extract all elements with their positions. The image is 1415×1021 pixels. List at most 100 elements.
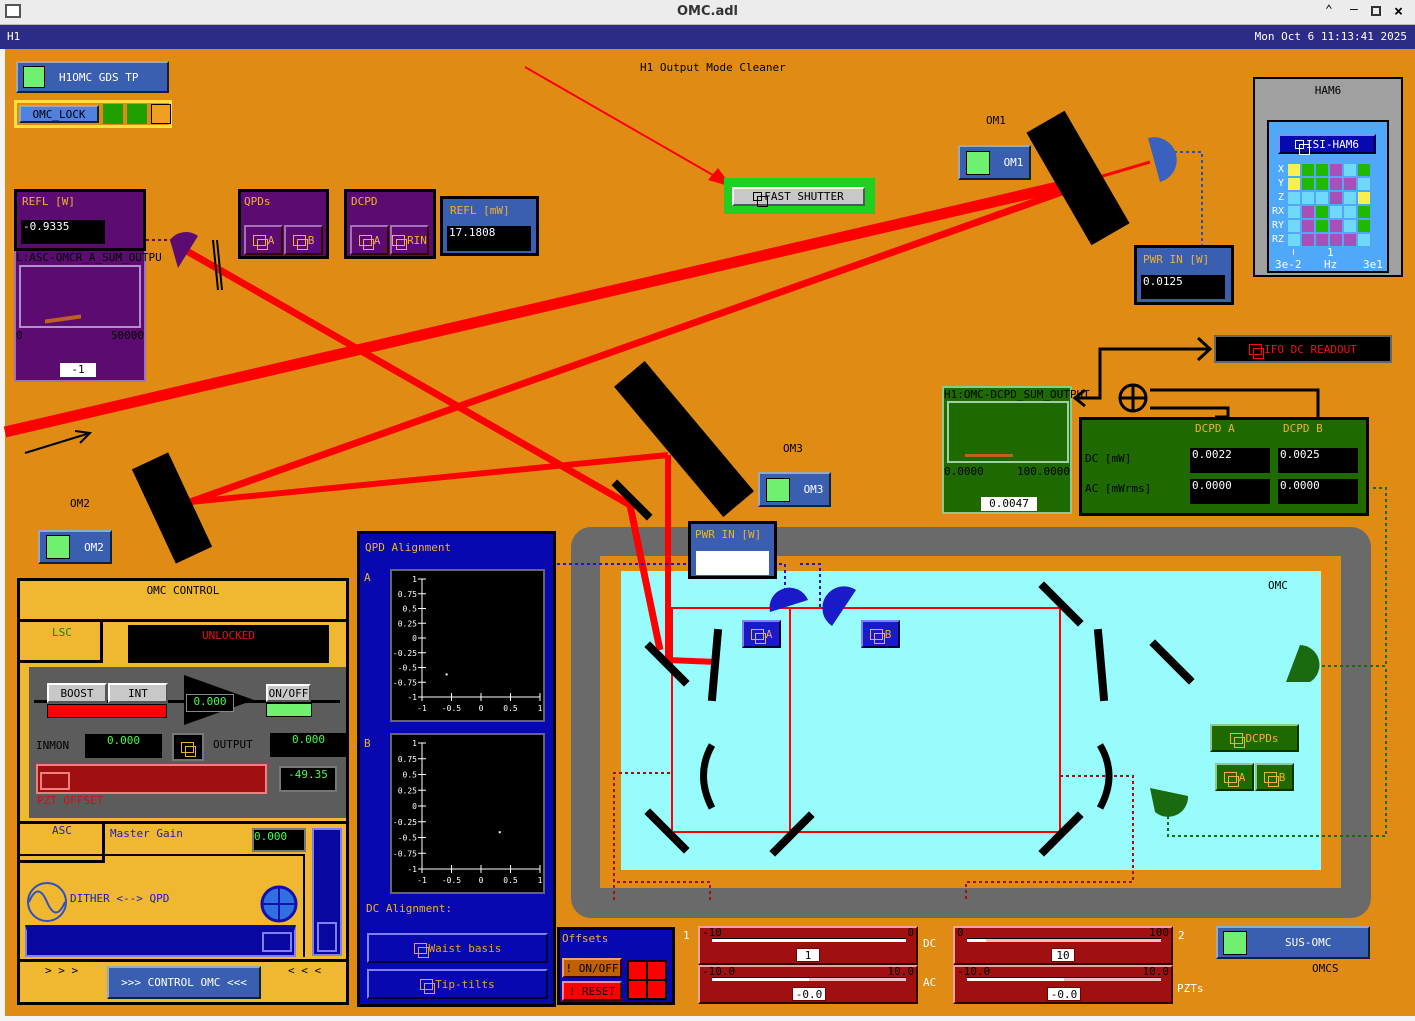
waist-basis-button[interactable]: Waist basis bbox=[367, 933, 548, 963]
fast-shutter-button[interactable]: FAST SHUTTER bbox=[732, 187, 865, 207]
gds-tp-label: H1OMC GDS TP bbox=[59, 70, 139, 84]
offset-slider-s2ac[interactable]: -10.0 10.0 -0.0 bbox=[953, 965, 1173, 1004]
omc-qpd-b-button[interactable]: B bbox=[861, 620, 900, 648]
om2-button[interactable]: OM2 bbox=[38, 530, 112, 564]
dc-alignment-label: DC Alignment: bbox=[366, 902, 453, 915]
slider-thumb[interactable] bbox=[40, 772, 70, 790]
isi-status-cell bbox=[1288, 178, 1300, 190]
omc-dcpds-button[interactable]: DCPDs bbox=[1210, 724, 1299, 752]
axis-mid: 1 bbox=[1327, 246, 1334, 259]
omc-control-panel: OMC CONTROL LSC UNLOCKED BOOST INT 0.000… bbox=[17, 578, 349, 1005]
row-label-dc: DC [mW] bbox=[1085, 452, 1132, 465]
refl-mw-value: 17.1808 bbox=[447, 226, 531, 251]
isi-status-cell bbox=[1316, 220, 1328, 232]
x-tick-label: 0.5 bbox=[503, 704, 518, 713]
lock-state: UNLOCKED bbox=[128, 625, 329, 663]
qpd-b-button[interactable]: B bbox=[284, 225, 323, 255]
slider-thumb[interactable] bbox=[262, 932, 292, 952]
slider-value[interactable]: 10 bbox=[1051, 948, 1075, 962]
related-display-icon bbox=[753, 192, 769, 207]
offset-slider-s2dc[interactable]: 0 100 10 bbox=[953, 926, 1173, 965]
isi-status-cell bbox=[1358, 206, 1370, 218]
pzt-offset-slider[interactable] bbox=[36, 764, 267, 794]
offset-slider-s1dc[interactable]: -10 0 1 bbox=[698, 926, 918, 965]
gain-value[interactable]: 0.000 bbox=[186, 694, 234, 712]
site-label: H1 bbox=[7, 30, 21, 43]
master-gain-value[interactable]: 0.000 bbox=[252, 828, 306, 852]
slider-track[interactable] bbox=[967, 938, 1161, 942]
tip-tilts-button[interactable]: Tip-tilts bbox=[367, 969, 548, 999]
slider-fill bbox=[967, 939, 987, 942]
int-button[interactable]: INT bbox=[108, 683, 168, 703]
isi-status-cell bbox=[1358, 178, 1370, 190]
slider-value[interactable]: -0.0 bbox=[1047, 987, 1081, 1001]
dcpd-a-button[interactable]: A bbox=[350, 225, 389, 255]
y-tick-label: -0.25 bbox=[393, 649, 417, 658]
omc-dcpd-a-button[interactable]: A bbox=[1215, 763, 1254, 791]
left-arrows: > > > bbox=[45, 964, 79, 977]
gds-tp-button[interactable]: H1OMC GDS TP bbox=[16, 61, 169, 93]
y-tick-label: -0.75 bbox=[393, 678, 417, 687]
qpd-alignment-title: QPD Alignment bbox=[365, 541, 452, 554]
lsc-label: LSC bbox=[52, 626, 72, 639]
ac-a-value: 0.0000 bbox=[1190, 479, 1270, 504]
isi-status-cell bbox=[1330, 164, 1342, 176]
boost-button[interactable]: BOOST bbox=[47, 683, 107, 703]
right-arrows: < < < bbox=[288, 964, 322, 977]
slider-track[interactable] bbox=[967, 977, 1161, 981]
om1-button[interactable]: OM1 bbox=[958, 145, 1031, 180]
isi-status-cell bbox=[1330, 178, 1342, 190]
row-label: Z bbox=[1278, 192, 1285, 203]
qpd-a-button[interactable]: A bbox=[244, 225, 283, 255]
omc-dcpd-b-button[interactable]: B bbox=[1255, 763, 1294, 791]
related-display-icon bbox=[420, 978, 436, 994]
om3-button[interactable]: OM3 bbox=[758, 472, 831, 507]
minimize-icon[interactable]: – bbox=[1350, 2, 1358, 17]
x-tick-label: -0.5 bbox=[442, 876, 461, 885]
meter-channel: H1:OMC-DCPD_SUM_OUTPUT bbox=[944, 388, 1090, 401]
qpd-crosshair-icon bbox=[260, 885, 298, 923]
pwr-in-small-label: PWR IN [W] bbox=[695, 528, 762, 541]
header-bar: H1 Mon Oct 6 11:13:41 2025 bbox=[0, 25, 1415, 49]
offsets-onoff-button[interactable]: ! ON/OFF bbox=[562, 958, 622, 978]
onoff-button[interactable]: ON/OFF bbox=[266, 684, 311, 702]
related-display-icon bbox=[1230, 732, 1246, 748]
isi-ham6-button[interactable]: ISI-HAM6 bbox=[1278, 134, 1376, 155]
isi-status-cell bbox=[1330, 206, 1342, 218]
inmon-label: INMON bbox=[36, 739, 70, 752]
maximize-icon[interactable] bbox=[1371, 6, 1381, 16]
servo-screen-button[interactable] bbox=[172, 733, 204, 761]
offsets-reset-button[interactable]: ! RESET bbox=[562, 981, 622, 1001]
output-label: OUTPUT bbox=[213, 738, 253, 751]
qpd-spot bbox=[498, 831, 501, 834]
pzt-offset-value[interactable]: -49.35 bbox=[279, 766, 337, 792]
control-omc-button[interactable]: >>> CONTROL OMC <<< bbox=[107, 966, 261, 999]
isi-status-cell bbox=[1344, 234, 1356, 246]
x-tick-label: -0.5 bbox=[442, 704, 461, 713]
collapse-icon[interactable]: ⌃ bbox=[1325, 3, 1333, 18]
slider-track[interactable] bbox=[712, 938, 906, 942]
close-icon[interactable]: × bbox=[1394, 2, 1404, 20]
x-tick-label: 0 bbox=[479, 704, 484, 713]
omc-lock-button[interactable]: OMC_LOCK bbox=[19, 105, 99, 123]
ifo-dc-readout-button[interactable]: IFO DC READOUT bbox=[1214, 335, 1392, 363]
slider-thumb[interactable] bbox=[317, 922, 337, 952]
dither-qpd-slider[interactable] bbox=[25, 925, 296, 957]
related-display-icon bbox=[1223, 771, 1239, 787]
slider-track[interactable] bbox=[712, 977, 906, 981]
y-tick-label: 0.5 bbox=[403, 605, 418, 614]
master-gain-slider[interactable] bbox=[312, 828, 342, 956]
offset-slider-s1ac[interactable]: -10.0 10.0 -0.0 bbox=[698, 965, 918, 1004]
refl-w-panel: REFL [W] -0.9335 bbox=[14, 189, 146, 251]
sus-omc-button[interactable]: SUS-OMC bbox=[1216, 926, 1370, 959]
slider-value[interactable]: 1 bbox=[796, 948, 820, 962]
y-tick-label: -1 bbox=[407, 865, 417, 874]
status-led bbox=[1223, 930, 1247, 955]
slider-value[interactable]: -0.0 bbox=[792, 987, 826, 1001]
y-tick-label: 0.25 bbox=[398, 786, 417, 795]
dcpd-rin-button[interactable]: RIN bbox=[390, 225, 429, 255]
omc-qpd-a-button[interactable]: A bbox=[742, 620, 781, 648]
isi-status-cell bbox=[1288, 206, 1300, 218]
